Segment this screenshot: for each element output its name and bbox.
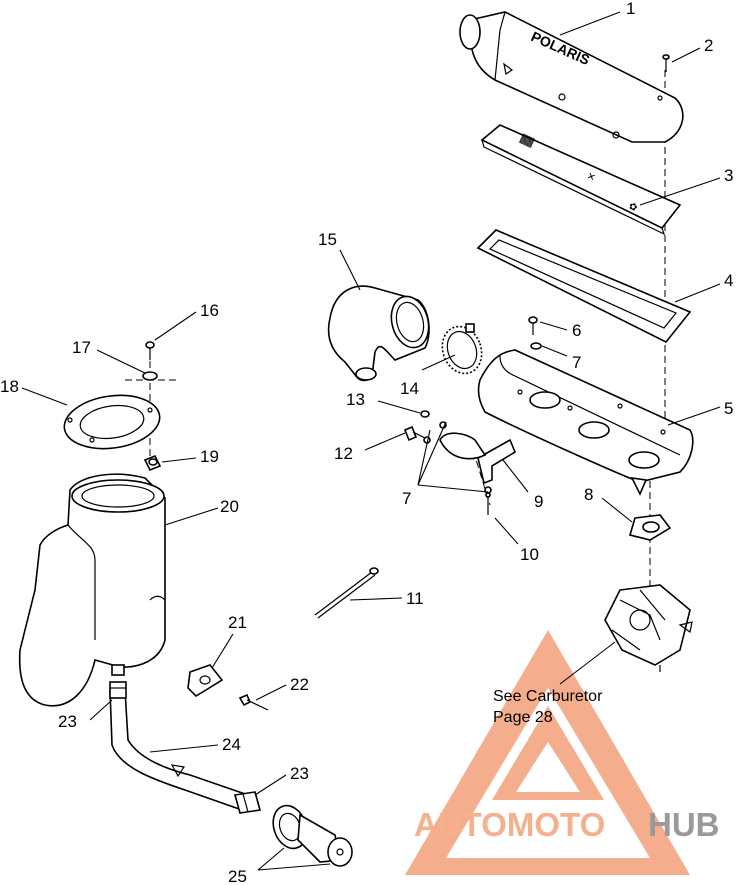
callout-23-upper: 23 [58,712,77,731]
intake-boot [327,285,430,382]
note-line-2: Page 28 [493,709,553,726]
callout-4: 4 [724,271,733,290]
tank-screw [145,341,155,360]
shutoff-valve [272,804,353,867]
callout-5: 5 [724,399,733,418]
tank-flange-ring [63,394,161,450]
link-rod [314,567,379,619]
callout-19: 19 [200,447,219,466]
mounting-bracket [439,432,517,485]
callout-16: 16 [200,301,219,320]
note-line-1: See Carburetor [493,688,603,705]
lid-screw [662,54,670,72]
retaining-clip [187,664,224,698]
callout-24: 24 [222,735,241,754]
carburetor [604,584,693,672]
carburetor-flange-gasket [628,514,672,541]
air-box-lid: POLARIS [459,11,684,143]
fuel-tank [18,473,166,707]
watermark-text-gray: HUB [648,806,720,843]
bolt [403,425,426,442]
watermark-logo-text: AUTOMOTO HUB [414,806,720,843]
carburetor-reference-note: See Carburetor Page 28 [493,688,603,726]
callout-21: 21 [228,613,247,632]
air-filter: ▓▓ ✕ ✿ [480,124,682,236]
callout-11: 11 [406,589,424,608]
tank-nut [143,454,162,472]
callout-15: 15 [318,230,337,249]
watermark-text-orange: AUTOMOTO [414,806,605,843]
callout-7-upper: 7 [572,353,581,372]
callout-20: 20 [220,497,239,516]
callout-14: 14 [400,379,419,398]
air-box-gasket [476,229,692,344]
callout-10: 10 [520,545,539,564]
callout-9: 9 [534,492,543,511]
callout-25: 25 [228,867,247,885]
callout-12: 12 [334,444,353,463]
callout-6: 6 [572,321,581,340]
callout-3: 3 [724,166,733,185]
clip-screw [238,693,269,711]
watermark-logo-triangle [405,630,690,875]
tank-washer [142,371,158,381]
callout-7-lower: 7 [402,489,411,508]
base-screw [528,316,542,350]
hose-fitting-upper [109,681,127,699]
hose-fitting-lower [233,791,262,814]
callout-22: 22 [290,675,309,694]
leader-lines [21,11,721,871]
callout-23-lower: 23 [290,764,309,783]
callout-1: 1 [626,0,635,18]
hose-clamp [441,323,483,375]
callout-13: 13 [346,390,365,409]
callout-18: 18 [0,377,19,396]
callout-17: 17 [72,338,91,357]
air-box-base [477,349,694,496]
callout-2: 2 [704,36,713,55]
callout-8: 8 [584,485,593,504]
small-screw [420,410,430,418]
